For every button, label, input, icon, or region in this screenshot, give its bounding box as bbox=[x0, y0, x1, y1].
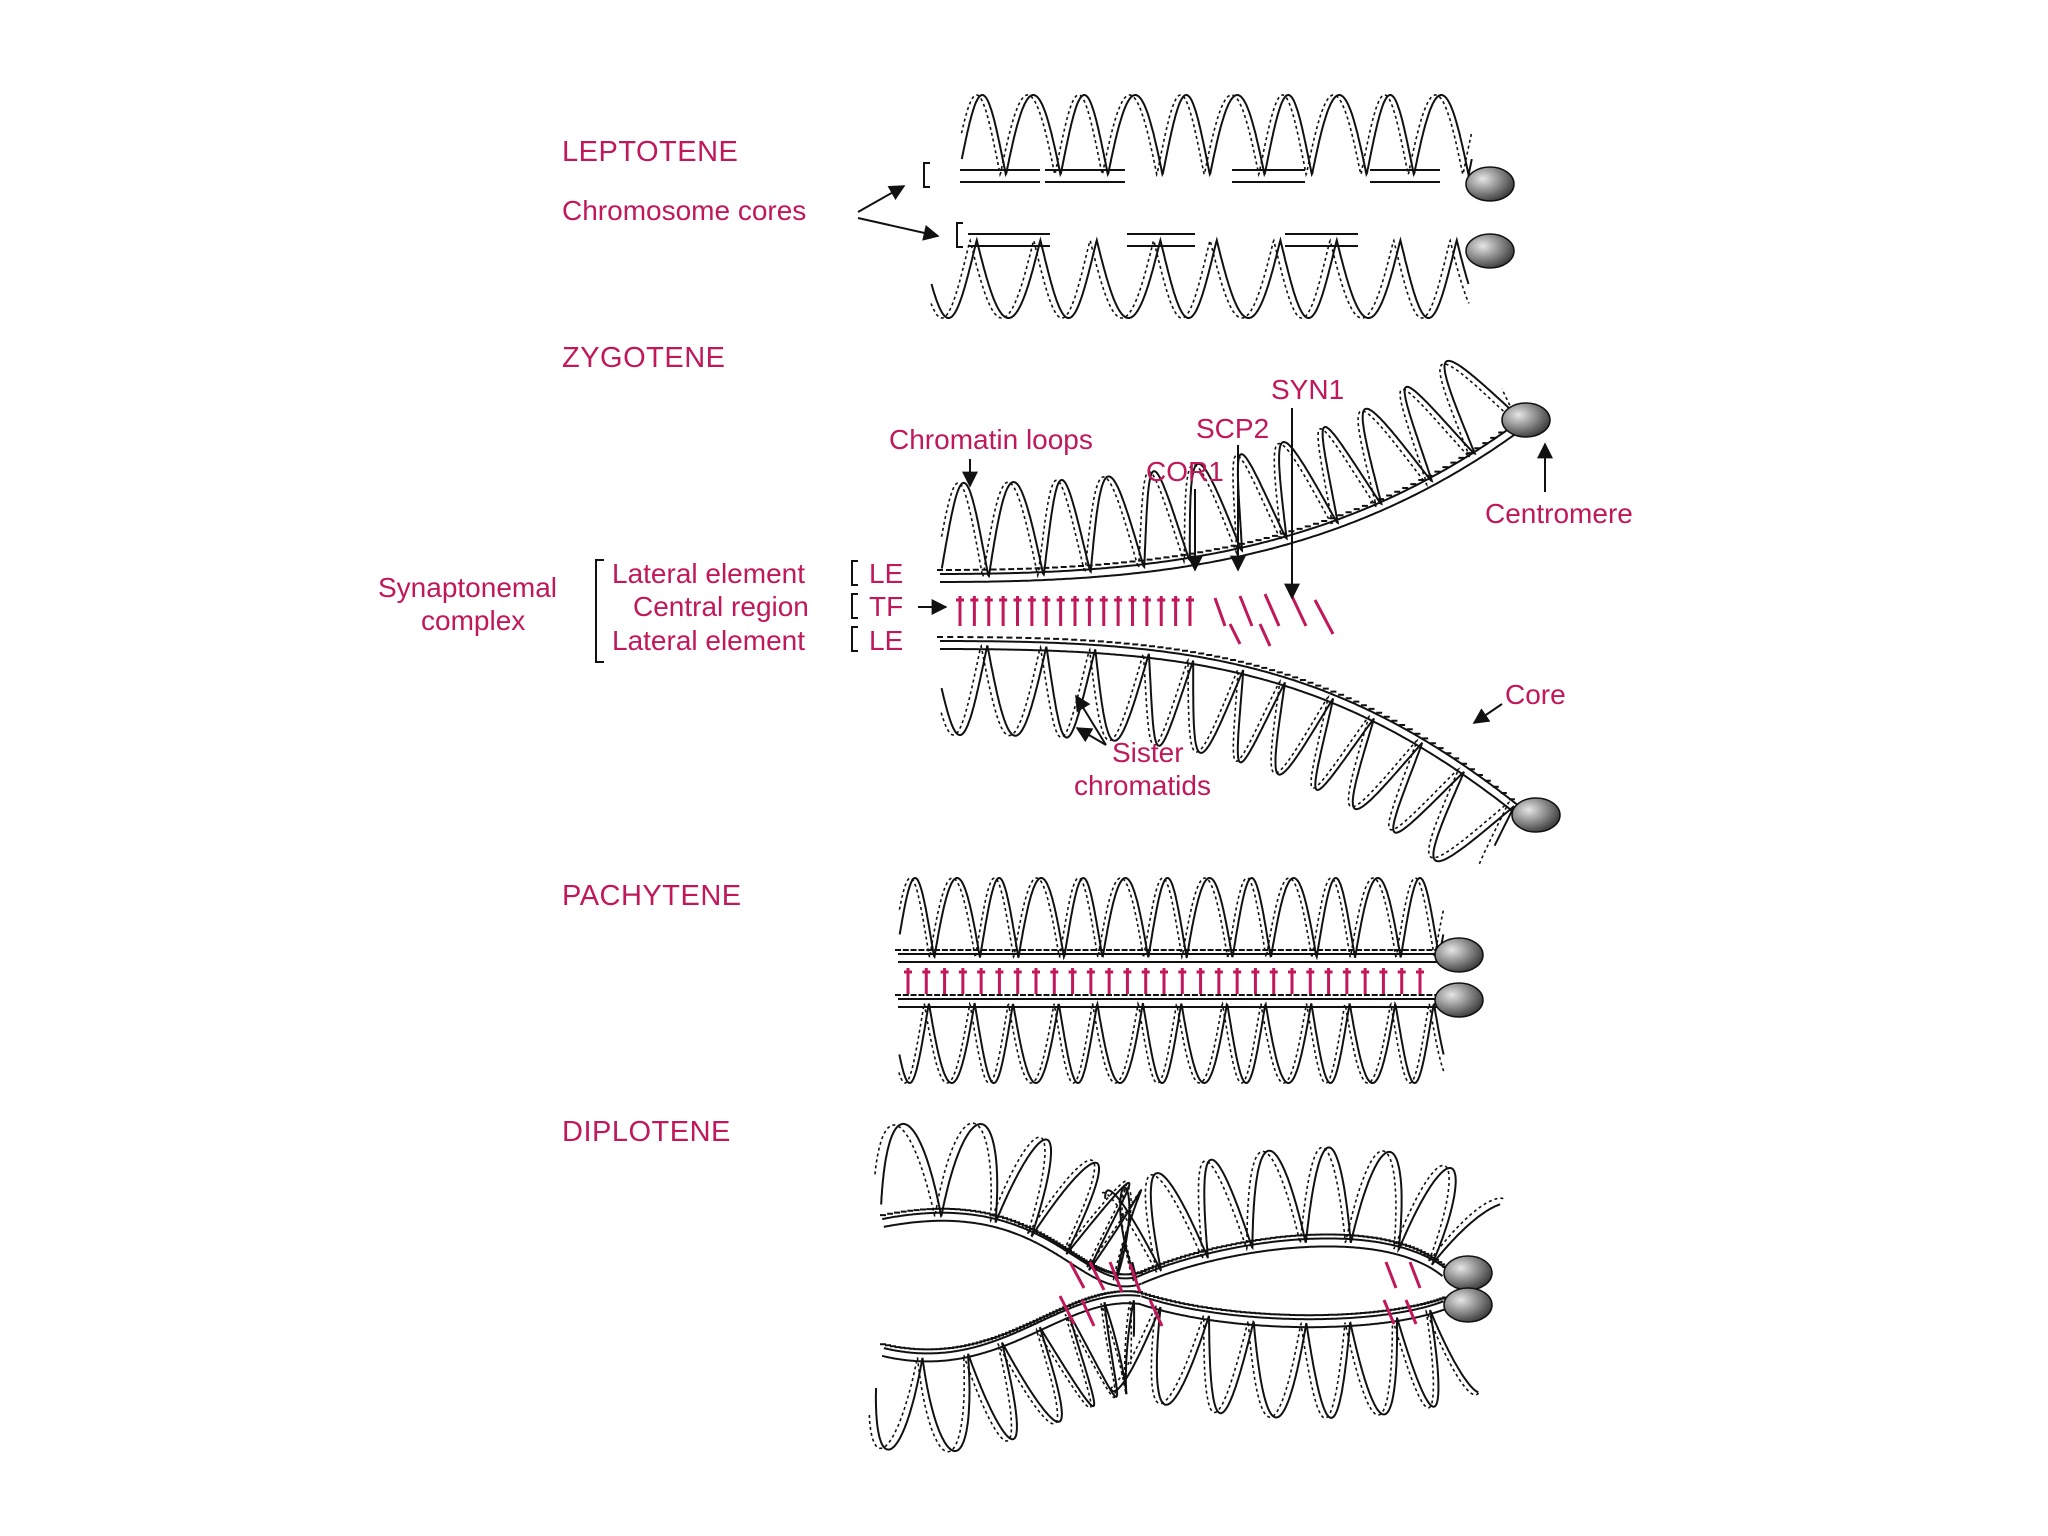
stage-title-zygotene: ZYGOTENE bbox=[562, 342, 726, 374]
zygotene-top-loops-dotted bbox=[940, 363, 1521, 579]
leptotene-top-core-segment bbox=[1232, 169, 1305, 183]
label-synaptonemal: Synaptonemal bbox=[378, 572, 557, 603]
zygotene-bottom-core-line bbox=[940, 640, 1524, 810]
leptotene-bottom-core-segment bbox=[1285, 233, 1358, 247]
diplotene-top-1-core-line bbox=[1141, 1245, 1444, 1285]
pachytene-top-loops-solid bbox=[898, 876, 1445, 961]
diplotene-bottom-1-loops-solid bbox=[1109, 1306, 1479, 1419]
leptotene-top-core-segment bbox=[1045, 169, 1125, 183]
leptotene-bottom-core-segment bbox=[968, 233, 1050, 247]
leptotene-bottom-core-segment bbox=[1127, 233, 1195, 247]
label-tf: TF bbox=[869, 591, 903, 622]
zygotene-bottom-core-line bbox=[940, 648, 1519, 816]
bracket-le-bottom bbox=[851, 626, 858, 652]
zygotene-bottom-loops-solid bbox=[940, 645, 1516, 863]
diplotene-top-0-loops-solid bbox=[880, 1122, 1143, 1281]
label-chromatin-loops: Chromatin loops bbox=[889, 424, 1093, 455]
leptotene-top-core-segment bbox=[1370, 169, 1440, 183]
label-le-top: LE bbox=[869, 558, 903, 589]
pachytene-bottom-loops-dotted bbox=[898, 1000, 1445, 1084]
diplotene-bottom-centromere bbox=[1443, 1287, 1493, 1323]
label-sister: Sister bbox=[1112, 737, 1184, 768]
zygotene-top-loops-solid bbox=[940, 359, 1527, 579]
label-core: Core bbox=[1505, 679, 1566, 710]
diplotene-top-1-loops-solid bbox=[1104, 1146, 1501, 1272]
diplotene-top-centromere bbox=[1443, 1255, 1493, 1291]
label-le-bottom: LE bbox=[869, 625, 903, 656]
zygotene-top-centromere bbox=[1501, 402, 1551, 438]
zygotene-bottom-centromere bbox=[1511, 797, 1561, 833]
leptotene-top-loops-dotted bbox=[960, 94, 1473, 178]
label-chromosome-cores: Chromosome cores bbox=[562, 195, 806, 226]
leptotene-bottom-loops-dotted bbox=[930, 238, 1470, 319]
leptotene-top-core-segment bbox=[960, 169, 1040, 183]
arrow-chromosome-cores-top bbox=[857, 185, 906, 213]
label-centromere: Centromere bbox=[1485, 498, 1633, 529]
stage-title-diplotene: DIPLOTENE bbox=[562, 1116, 731, 1148]
label-syn1: SYN1 bbox=[1271, 374, 1344, 405]
zygotene-transverse-filaments bbox=[956, 596, 1194, 626]
diplotene-top-1-core-dashes bbox=[1137, 1233, 1448, 1274]
label-central-region: Central region bbox=[633, 591, 809, 622]
label-scp2: SCP2 bbox=[1196, 413, 1269, 444]
label-cor1: COR1 bbox=[1146, 456, 1224, 487]
zygotene-bottom-core-dashes bbox=[937, 636, 1523, 807]
bracket-tf bbox=[851, 593, 858, 619]
leptotene-bottom-centromere bbox=[1465, 233, 1515, 269]
label-complex: complex bbox=[421, 605, 525, 636]
zygotene-open-filaments bbox=[1213, 591, 1335, 647]
diplotene-top-0-loops-dotted bbox=[874, 1122, 1142, 1282]
diplotene-top-0-core-line bbox=[883, 1219, 1142, 1288]
diplotene-bottom-1-core-dashes bbox=[1137, 1291, 1448, 1317]
diplotene-bottom-1-core-line bbox=[1138, 1302, 1447, 1329]
label-lateral-element-bottom: Lateral element bbox=[612, 625, 805, 656]
arrow-core bbox=[1472, 703, 1503, 724]
diplotene-bottom-0-core-line bbox=[883, 1294, 1141, 1355]
pachytene-transverse-filaments bbox=[904, 968, 1424, 994]
diplotene-top-0-core-line bbox=[882, 1211, 1140, 1280]
diplotene-bottom-1-core-line bbox=[1141, 1295, 1444, 1321]
bracket-core-top bbox=[923, 162, 930, 188]
arrow-sister-2 bbox=[1075, 727, 1107, 746]
arrow-chromosome-cores-bottom bbox=[857, 217, 940, 241]
bracket-synaptonemal-complex bbox=[595, 559, 604, 663]
bracket-le-top bbox=[851, 560, 858, 586]
chromosome-drawings bbox=[868, 94, 1561, 1453]
bracket-core-bottom bbox=[956, 222, 963, 248]
arrow-sister-1 bbox=[1075, 694, 1107, 746]
leptotene-top-centromere bbox=[1465, 166, 1515, 202]
pachytene-top-loops-dotted bbox=[898, 877, 1445, 960]
stage-title-pachytene: PACHYTENE bbox=[562, 880, 742, 912]
diplotene-bottom-0-loops-dotted bbox=[868, 1299, 1133, 1453]
pachytene-bottom-centromere bbox=[1434, 982, 1484, 1018]
diplotene-top-1-loops-dotted bbox=[1101, 1146, 1506, 1273]
leptotene-top-loops-solid bbox=[960, 94, 1473, 178]
pachytene-top-centromere bbox=[1434, 937, 1484, 973]
label-lateral-element-top: Lateral element bbox=[612, 558, 805, 589]
diplotene-bottom-0-loops-solid bbox=[874, 1299, 1136, 1452]
diplotene-bottom-1-loops-dotted bbox=[1109, 1305, 1480, 1419]
diplotene-bottom-0-core-line bbox=[881, 1302, 1140, 1363]
leptotene-bottom-loops-solid bbox=[930, 236, 1470, 319]
pachytene-bottom-loops-solid bbox=[898, 1000, 1445, 1085]
diplotene-top-1-core-line bbox=[1138, 1237, 1449, 1278]
diplotene-top-0-core-dashes bbox=[880, 1207, 1143, 1276]
label-chromatids: chromatids bbox=[1074, 770, 1211, 801]
diplotene-chiasma-filaments bbox=[1058, 1261, 1422, 1327]
stage-title-leptotene: LEPTOTENE bbox=[562, 136, 738, 168]
zygotene-bottom-loops-dotted bbox=[940, 643, 1511, 866]
